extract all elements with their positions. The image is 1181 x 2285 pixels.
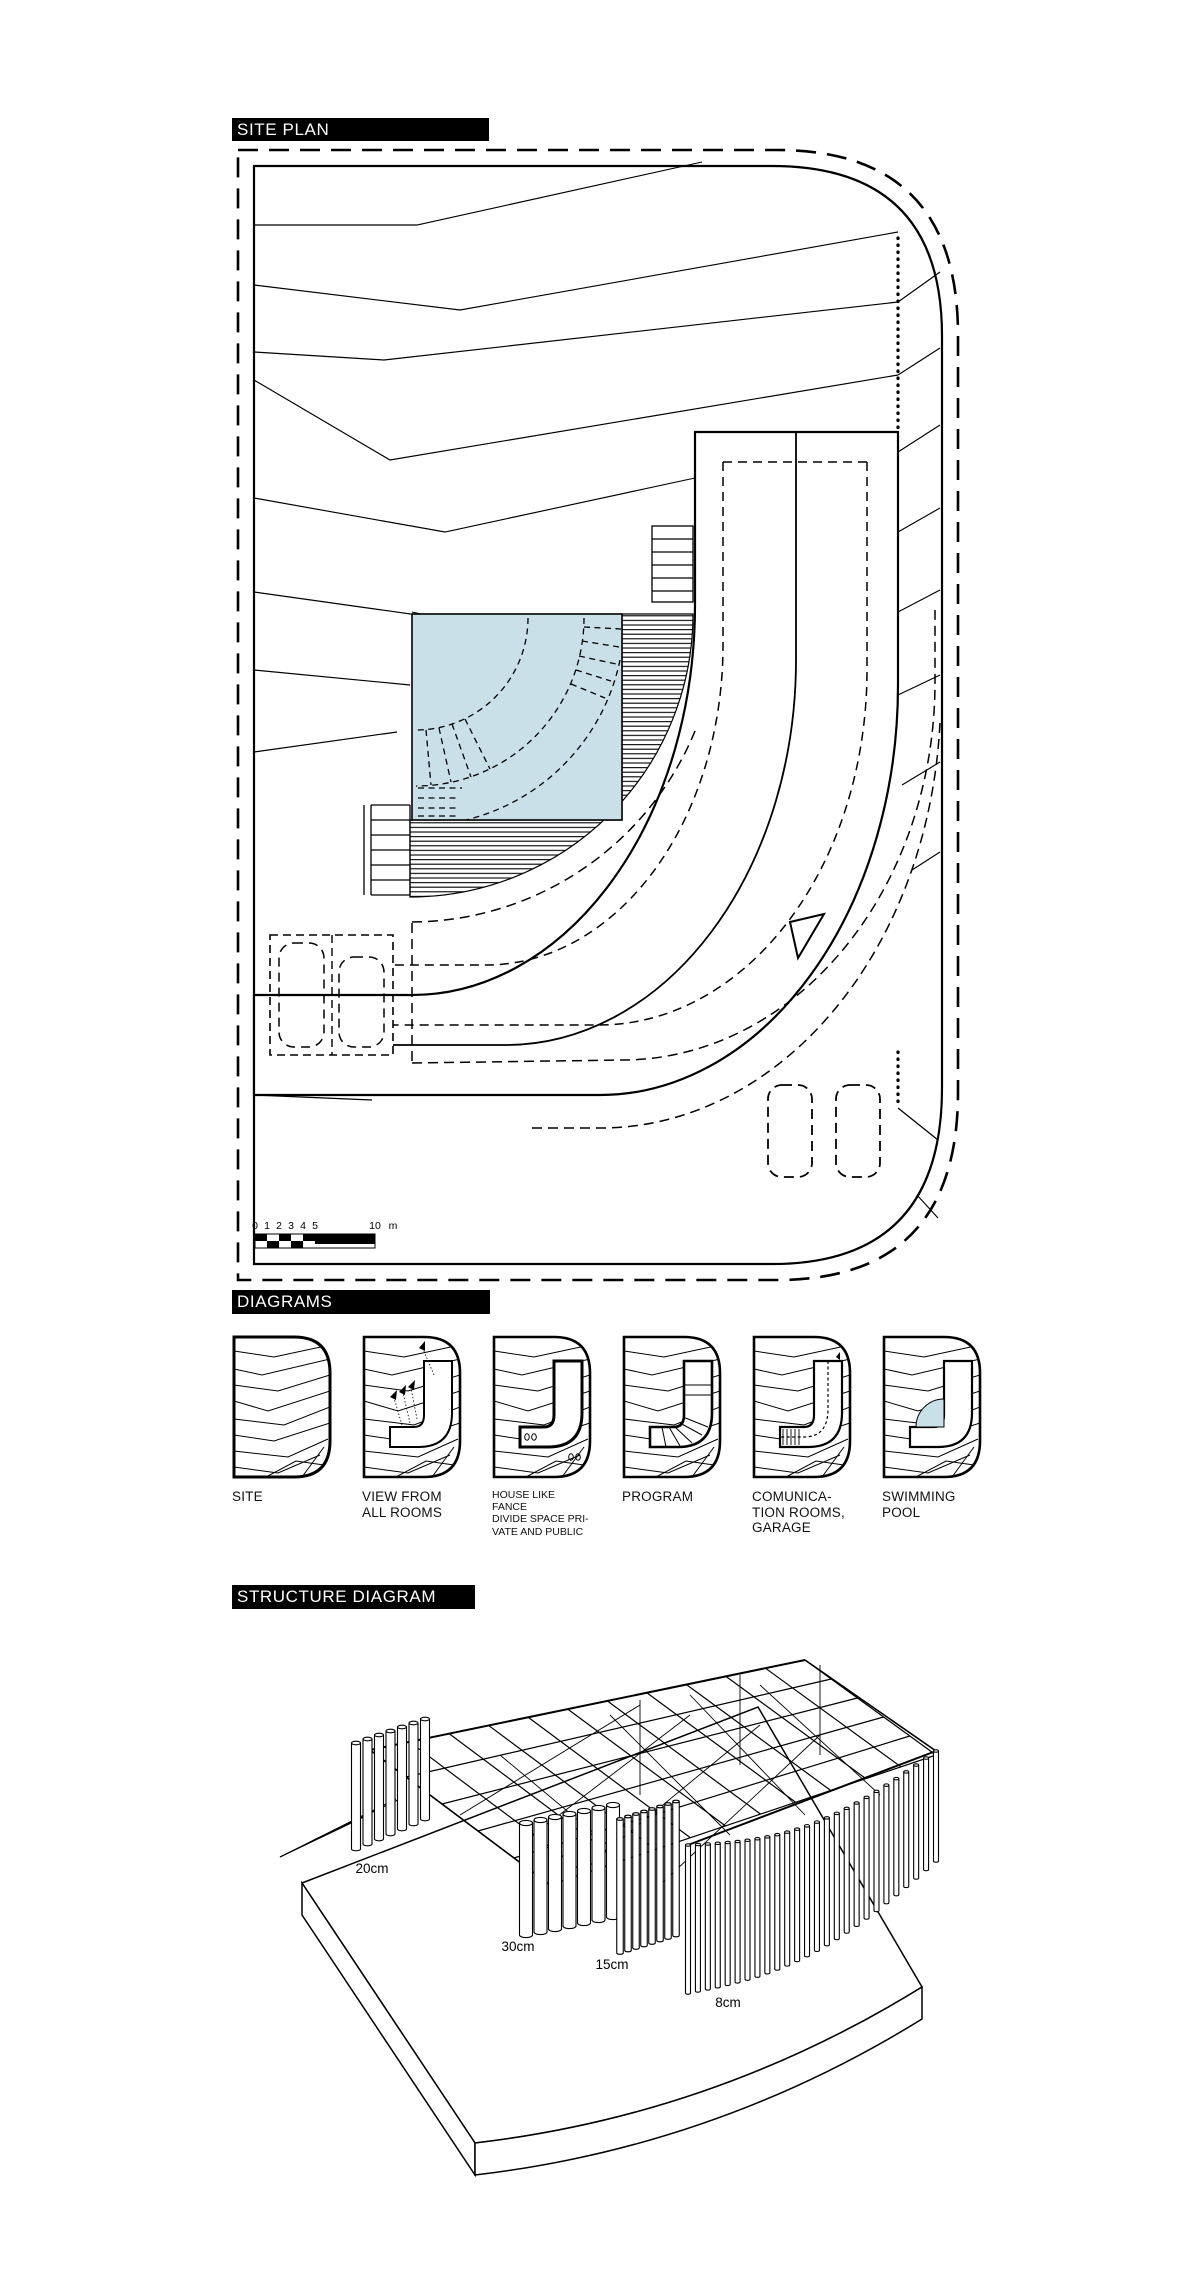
house-interior-dashed: [393, 461, 868, 1026]
house-center-line: [393, 432, 797, 1046]
diagrams-title: DIAGRAMS: [232, 1290, 490, 1314]
parking-left: [269, 934, 394, 1056]
stairs-upper: [651, 525, 694, 603]
pool-steps-arcs: [415, 617, 622, 821]
diagram-tile-label-line: ALL ROOMS: [362, 1504, 443, 1520]
car-stall: [835, 1084, 881, 1178]
diagram-tile-label: PROGRAM: [622, 1489, 722, 1505]
diagram-tile-label-line: SITE: [232, 1489, 263, 1504]
scale-tick: 0: [252, 1220, 258, 1232]
site-plan-drawing: 0 1 2 3 4 5 10 m: [236, 148, 960, 1282]
diagram-tile-label-line: DIVIDE SPACE PRI-: [492, 1513, 589, 1526]
diagram-tile-drawing: [492, 1335, 592, 1479]
site-boundary-dashed: [236, 148, 960, 1282]
scale-tick: 2: [276, 1220, 282, 1232]
scale-tick: 4: [300, 1220, 306, 1232]
boundary-connector-line: [897, 1107, 939, 1141]
diagram-tile-drawing: [622, 1335, 722, 1479]
parking-right: [767, 1084, 881, 1178]
diagram-tile-label-line: HOUSE LIKE FANCE: [492, 1489, 556, 1514]
diagram-tile-drawing: [362, 1335, 462, 1479]
diagram-tile-site: SITE: [232, 1335, 332, 1505]
diagram-tile-label-line: TION ROOMS,: [752, 1504, 845, 1520]
column-size-label-8cm: 8cm: [715, 1995, 741, 2010]
car-stall: [767, 1084, 813, 1178]
diagram-tile-label: SITE: [232, 1489, 332, 1505]
diagram-tile-label-line: VIEW FROM: [362, 1489, 442, 1504]
site-boundary-inner: [252, 164, 944, 1266]
stairs-lower: [363, 804, 411, 896]
diagram-tile-label-line: POOL: [882, 1504, 921, 1520]
scale-tick: 1: [264, 1220, 270, 1232]
diagram-tile-comunication-rooms-garage: COMUNICA-TION ROOMS,GARAGE: [752, 1335, 852, 1536]
structure-diagram-title: STRUCTURE DIAGRAM: [232, 1585, 475, 1609]
log-columns: [350, 1716, 940, 1995]
scale-tick: 3: [288, 1220, 294, 1232]
diagram-tile-drawing: [232, 1335, 332, 1479]
roof-dashed-outline: [411, 610, 941, 1129]
direction-triangle: [788, 912, 827, 961]
diagram-tile-label-line: SWIMMING: [882, 1489, 956, 1504]
diagram-tile-drawing: [752, 1335, 852, 1479]
diagram-tile-label: COMUNICA-TION ROOMS,GARAGE: [752, 1489, 852, 1536]
house-plan-outline: [252, 430, 900, 1097]
scale-end-tick: 10: [369, 1220, 381, 1232]
swimming-pool-plan: [411, 613, 623, 821]
car-stall: [278, 942, 325, 1048]
column-size-label-20cm: 20cm: [355, 1861, 388, 1876]
diagram-tile-program: PROGRAM: [622, 1335, 722, 1505]
column-size-label-15cm: 15cm: [595, 1957, 628, 1972]
column-size-label-30cm: 30cm: [501, 1939, 534, 1954]
diagram-tile-drawing: [882, 1335, 982, 1479]
scale-tick: 5: [312, 1220, 318, 1232]
site-plan-title: SITE PLAN: [232, 118, 489, 141]
diagram-tile-label-line: GARAGE: [752, 1520, 811, 1536]
diagram-tile-label-line: COMUNICA-: [752, 1489, 832, 1504]
diagram-tile-label-line: PROGRAM: [622, 1489, 694, 1504]
car-stall: [338, 956, 385, 1048]
scale-bar: 0 1 2 3 4 5 10 m: [252, 1220, 398, 1249]
scale-unit: m: [389, 1220, 398, 1232]
structure-drawing: 20cm 30cm 15cm 8cm: [279, 1659, 940, 2178]
diagram-tile-label-line: VATE AND PUBLIC: [492, 1525, 584, 1538]
